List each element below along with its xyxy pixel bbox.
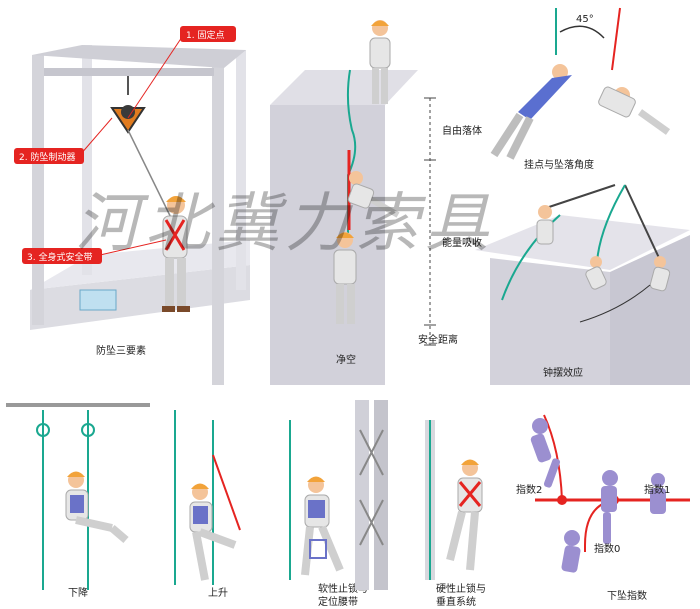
callout-full-body-harness: 3. 全身式安全带 <box>22 248 102 264</box>
caption-soft-lock-line2: 定位腰带 <box>318 595 358 608</box>
caption-angle: 挂点与坠落角度 <box>524 158 594 171</box>
callout-anchor-point: 1. 固定点 <box>180 26 236 42</box>
caption-ascend: 上升 <box>208 587 228 599</box>
callout-fall-arrester: 2. 防坠制动器 <box>14 148 84 164</box>
steel-structure <box>355 400 388 590</box>
panel-angle: 45° 挂点与坠落角度 <box>490 7 671 171</box>
panel-soft-lock: 软性止锁与 定位腰带 <box>289 420 368 608</box>
caption-fall-index: 下坠指数 <box>607 589 647 602</box>
svg-text:1. 固定点: 1. 固定点 <box>186 29 224 41</box>
zone-free-fall: 自由落体 <box>442 124 482 137</box>
svg-text:3. 全身式安全带: 3. 全身式安全带 <box>27 251 92 263</box>
panel-swing: 钟摆效应 <box>475 184 690 385</box>
panel-clearance: 自由落体 能量吸收 安全距离 净空 <box>270 20 482 385</box>
panel-descend: 下降 <box>6 403 150 599</box>
panel-three-elements: 1. 固定点 2. 防坠制动器 3. 全身式安全带 防坠三要素 <box>14 26 250 385</box>
caption-rigid-lock-line1: 硬性止锁与 <box>436 582 486 595</box>
caption-clearance: 净空 <box>336 353 356 366</box>
caption-descend: 下降 <box>68 586 88 599</box>
caption-rigid-lock-line2: 垂直系统 <box>436 595 476 608</box>
panel-rigid-lock: 硬性止锁与 垂直系统 <box>425 420 486 608</box>
watermark-text: 河北冀力索具 <box>75 187 495 261</box>
fall-index-0: 指数0 <box>594 542 620 555</box>
svg-text:2. 防坠制动器: 2. 防坠制动器 <box>19 151 75 163</box>
zone-safety-distance: 安全距离 <box>418 333 458 346</box>
angle-label: 45° <box>576 14 594 25</box>
zone-energy-absorption: 能量吸收 <box>442 236 482 249</box>
panel-ascend: 上升 <box>174 410 241 599</box>
fall-index-2: 指数2 <box>516 483 542 496</box>
caption-three-elements: 防坠三要素 <box>96 344 146 357</box>
panel-fall-index: 指数2 指数1 指数0 下坠指数 <box>516 414 690 602</box>
caption-swing: 钟摆效应 <box>543 366 583 379</box>
fall-index-1: 指数1 <box>644 483 670 496</box>
